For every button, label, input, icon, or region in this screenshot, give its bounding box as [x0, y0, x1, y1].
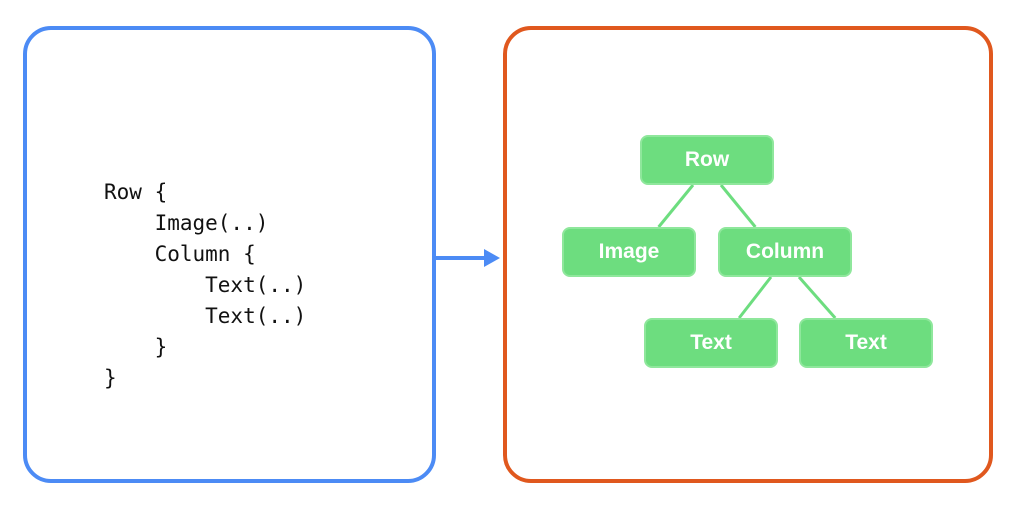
code-panel — [23, 26, 436, 483]
code-line: Column { — [104, 242, 256, 266]
code-line: Image(..) — [104, 211, 269, 235]
code-line: } — [104, 335, 168, 359]
tree-node-text: Text — [799, 318, 933, 368]
tree-node-column: Column — [718, 227, 852, 277]
code-line: } — [104, 366, 117, 390]
tree-node-image: Image — [562, 227, 696, 277]
tree-node-text: Text — [644, 318, 778, 368]
code-line: Row { — [104, 180, 168, 204]
code-line: Text(..) — [104, 304, 307, 328]
tree-node-row: Row — [640, 135, 774, 185]
code-line: Text(..) — [104, 273, 307, 297]
arrow-right-icon — [434, 249, 500, 267]
